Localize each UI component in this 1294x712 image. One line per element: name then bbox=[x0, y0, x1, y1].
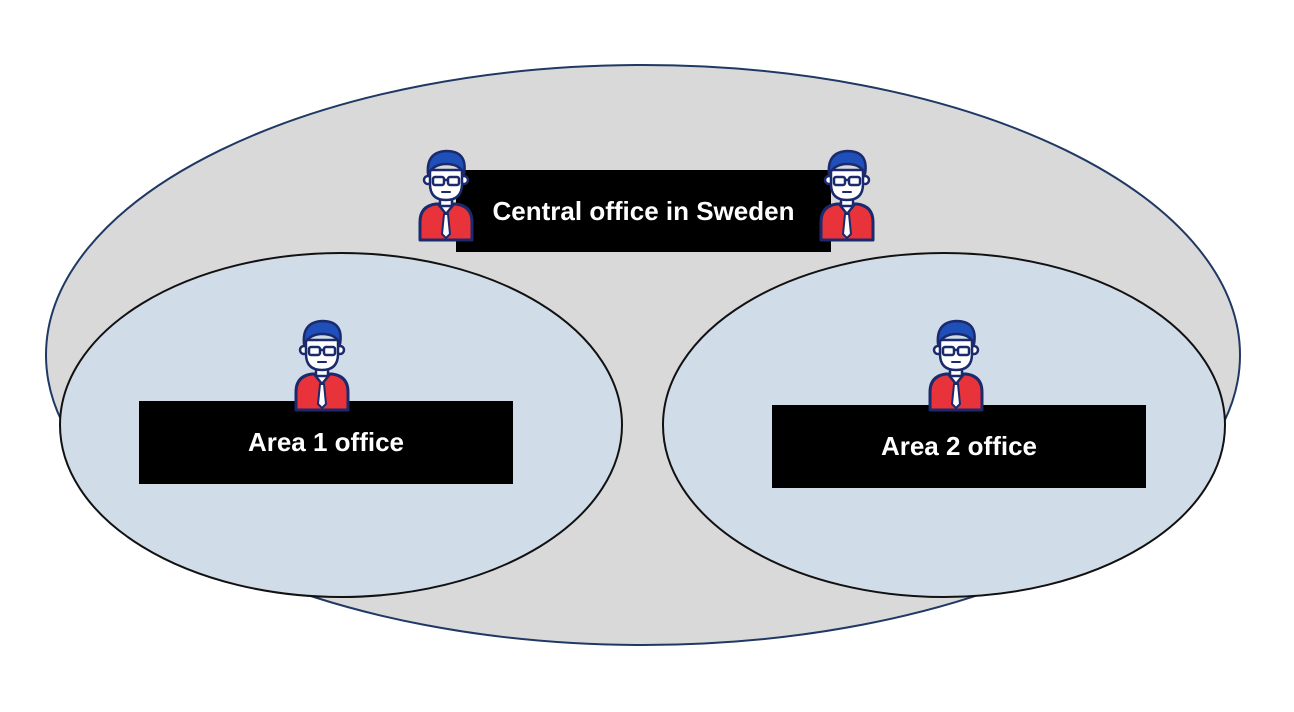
person-icon bbox=[817, 148, 877, 242]
person-icon bbox=[926, 318, 986, 412]
central-office-label-box: Central office in Sweden bbox=[456, 170, 831, 252]
central-office-label: Central office in Sweden bbox=[492, 195, 795, 226]
area-1-office-label: Area 1 office bbox=[247, 427, 405, 457]
area-1-office-label-box: Area 1 office bbox=[139, 401, 513, 484]
person-icon bbox=[292, 318, 352, 412]
area-2-office-label-box: Area 2 office bbox=[772, 405, 1146, 488]
area-2-office-label: Area 2 office bbox=[880, 431, 1038, 461]
person-icon bbox=[416, 148, 476, 242]
